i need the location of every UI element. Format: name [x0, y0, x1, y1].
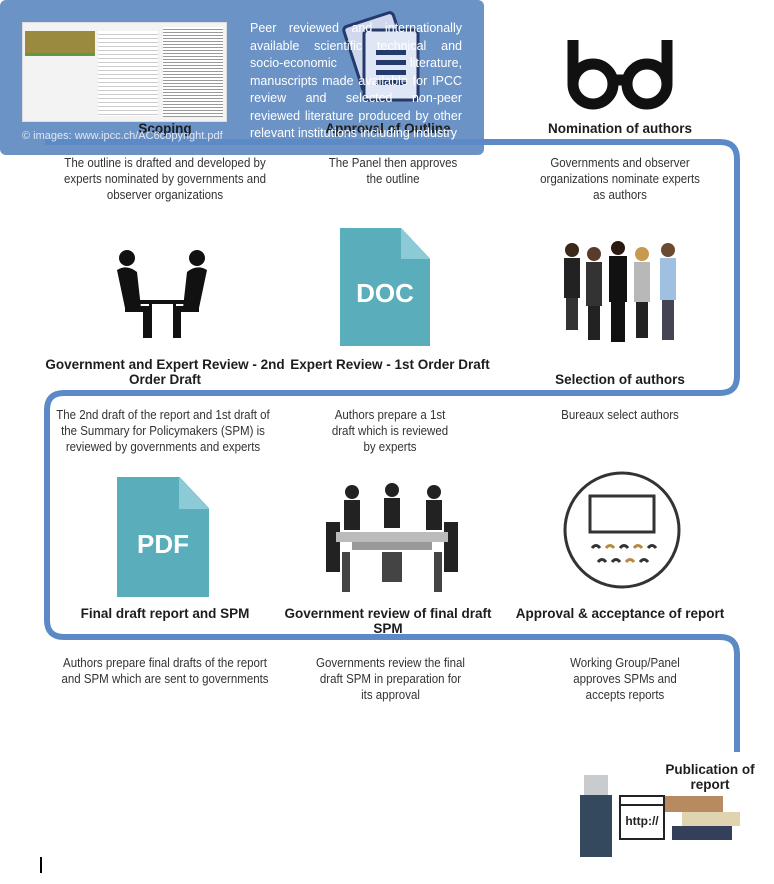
step-description: Governments review the final draft SPM i… [316, 656, 465, 702]
literature-box: © images: www.ipcc.ch/AC6copyright.pdf P… [0, 0, 484, 155]
step-title: Approval of Outline [325, 121, 451, 136]
book [682, 812, 740, 826]
group-people-icon [564, 241, 676, 342]
step-description: Governments and observer organizations n… [540, 156, 700, 202]
step-description: Authors prepare a 1st draft which is rev… [331, 408, 449, 454]
step-title: Expert Review - 1st Order Draft [290, 357, 490, 372]
step-title: Selection of authors [555, 372, 685, 387]
step-title: Government review of final draft SPM [284, 606, 492, 636]
web-page-icon: http:// [619, 795, 665, 840]
step-title: Nomination of authors [548, 121, 692, 136]
usb-stick-icon [584, 775, 608, 795]
step-title: Scoping [138, 121, 192, 136]
book [672, 826, 732, 840]
meeting-icon [117, 250, 207, 338]
pdf-file-icon: PDF [117, 477, 209, 597]
step-description: Bureaux select authors [561, 408, 679, 422]
books-icon [665, 796, 723, 812]
doc-label: DOC [356, 278, 414, 308]
step-description: Working Group/Panel approves SPMs and ac… [570, 656, 680, 702]
step-description: Authors prepare final drafts of the repo… [61, 656, 269, 686]
literature-description: Peer reviewed and internationally availa… [250, 21, 462, 140]
pdf-label: PDF [137, 529, 189, 559]
text-cursor [40, 857, 42, 873]
step-title: Approval & acceptance of report [515, 606, 725, 621]
literature-thumbnail [22, 22, 227, 122]
web-label: http:// [625, 814, 659, 828]
documents-icon [342, 11, 420, 102]
step-title: Publication of report [665, 762, 755, 792]
usb-body [580, 795, 612, 857]
step-description: The Panel then approves the outline [328, 156, 458, 186]
conference-table-icon [326, 483, 458, 592]
copyright-text: © images: www.ipcc.ch/AC6copyright.pdf [22, 130, 223, 142]
glasses-icon [567, 40, 673, 110]
doc-file-icon: DOC [340, 228, 430, 346]
step-description: The 2nd draft of the report and 1st draf… [56, 408, 270, 454]
step-title: Final draft report and SPM [80, 606, 250, 621]
plenary-icon [563, 471, 681, 589]
step-description: The outline is drafted and developed by … [63, 156, 266, 202]
step-title: Government and Expert Review - 2nd Order… [45, 357, 285, 387]
